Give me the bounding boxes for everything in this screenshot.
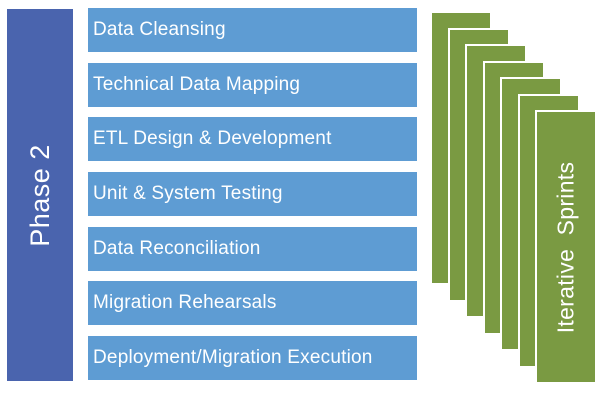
task-list: Data Cleansing Technical Data Mapping ET… <box>88 8 417 380</box>
sprint-bar: Iterative Sprints <box>535 110 597 384</box>
task-label: Deployment/Migration Execution <box>93 346 373 368</box>
task-label: Data Reconciliation <box>93 237 261 259</box>
task-label: ETL Design & Development <box>93 128 332 150</box>
sprint-label: Iterative Sprints <box>552 161 579 333</box>
task-label: Data Cleansing <box>93 19 226 40</box>
task-label: Unit & System Testing <box>93 182 283 204</box>
task-label: Migration Rehearsals <box>93 292 277 314</box>
task-label: Technical Data Mapping <box>93 73 301 95</box>
task-bar: Data Reconciliation <box>88 226 417 271</box>
task-bar: Technical Data Mapping <box>88 62 417 107</box>
task-bar: Migration Rehearsals <box>88 281 417 326</box>
task-bar: Data Cleansing <box>88 8 417 52</box>
task-bar: ETL Design & Development <box>88 117 417 162</box>
task-bar: Unit & System Testing <box>88 171 417 216</box>
phase-bar: Phase 2 <box>7 9 73 381</box>
task-bar: Deployment/Migration Execution <box>88 335 417 380</box>
